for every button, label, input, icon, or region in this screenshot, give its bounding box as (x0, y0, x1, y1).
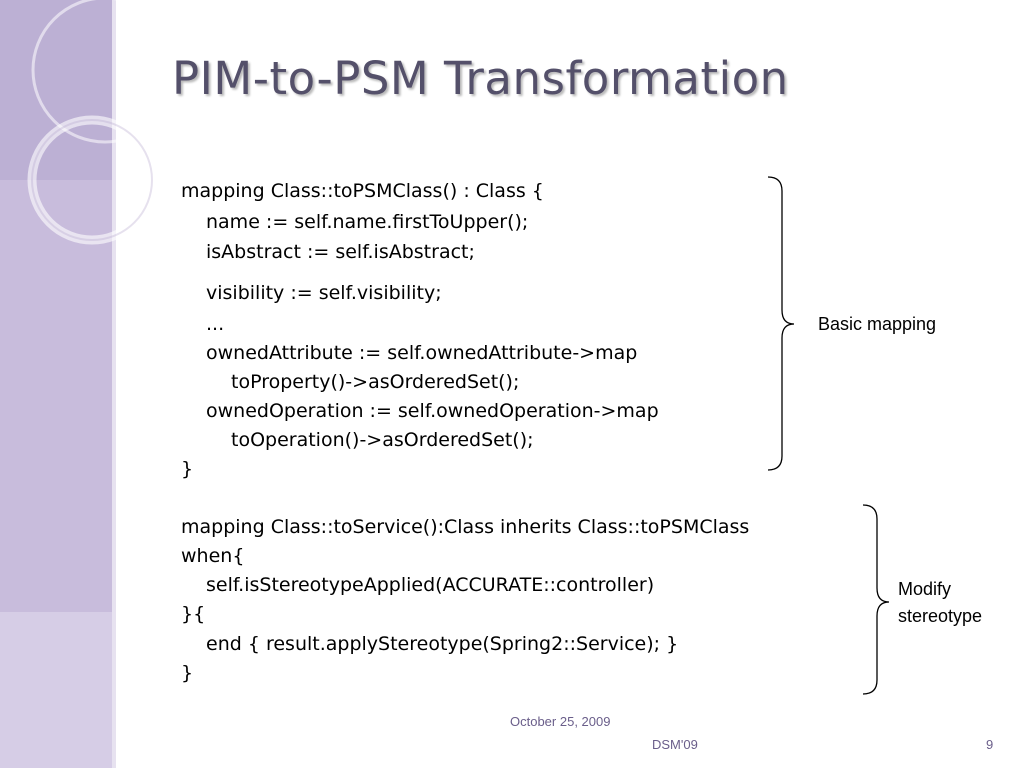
code-line: mapping Class::toPSMClass() : Class { (181, 180, 544, 202)
modify-label: Modify (898, 579, 952, 599)
brace-basic-mapping (767, 176, 795, 471)
code-line: ownedAttribute := self.ownedAttribute->m… (206, 342, 638, 364)
basic-mapping-label: Basic mapping (818, 314, 937, 334)
code-line: self.isStereotypeApplied(ACCURATE::contr… (206, 574, 655, 596)
code-line: when{ (181, 545, 245, 567)
code-line: ... (206, 313, 225, 335)
code-line: name := self.name.firstToUpper(); (206, 211, 529, 233)
deco-ring-shadow (31, 119, 153, 241)
footer-conference: DSM'09 (652, 737, 698, 752)
code-line: } (181, 458, 194, 480)
brace-modify-stereotype (862, 504, 890, 695)
side-band-lower (0, 612, 112, 768)
code-line: }{ (181, 603, 206, 625)
footer-page-number: 9 (986, 737, 994, 752)
code-line: } (181, 662, 194, 684)
deco-ring-large (31, 0, 179, 144)
code-line: isAbstract := self.isAbstract; (206, 241, 475, 263)
code-line: ownedOperation := self.ownedOperation->m… (206, 400, 659, 422)
side-band-edge (112, 0, 116, 768)
slide-title: PIM-to-PSM Transformation (172, 52, 789, 105)
side-band-top (0, 0, 112, 180)
code-line: mapping Class::toService():Class inherit… (181, 516, 750, 538)
code-line: toOperation()->asOrderedSet(); (231, 429, 534, 451)
deco-ring-thick (27, 115, 157, 245)
stereotype-label: stereotype (898, 606, 983, 626)
footer-date: October 25, 2009 (510, 714, 611, 729)
decorative-rings (27, 0, 179, 245)
code-line: toProperty()->asOrderedSet(); (231, 371, 520, 393)
code-line: end { result.applyStereotype(Spring2::Se… (206, 633, 679, 655)
code-line: visibility := self.visibility; (206, 282, 442, 304)
